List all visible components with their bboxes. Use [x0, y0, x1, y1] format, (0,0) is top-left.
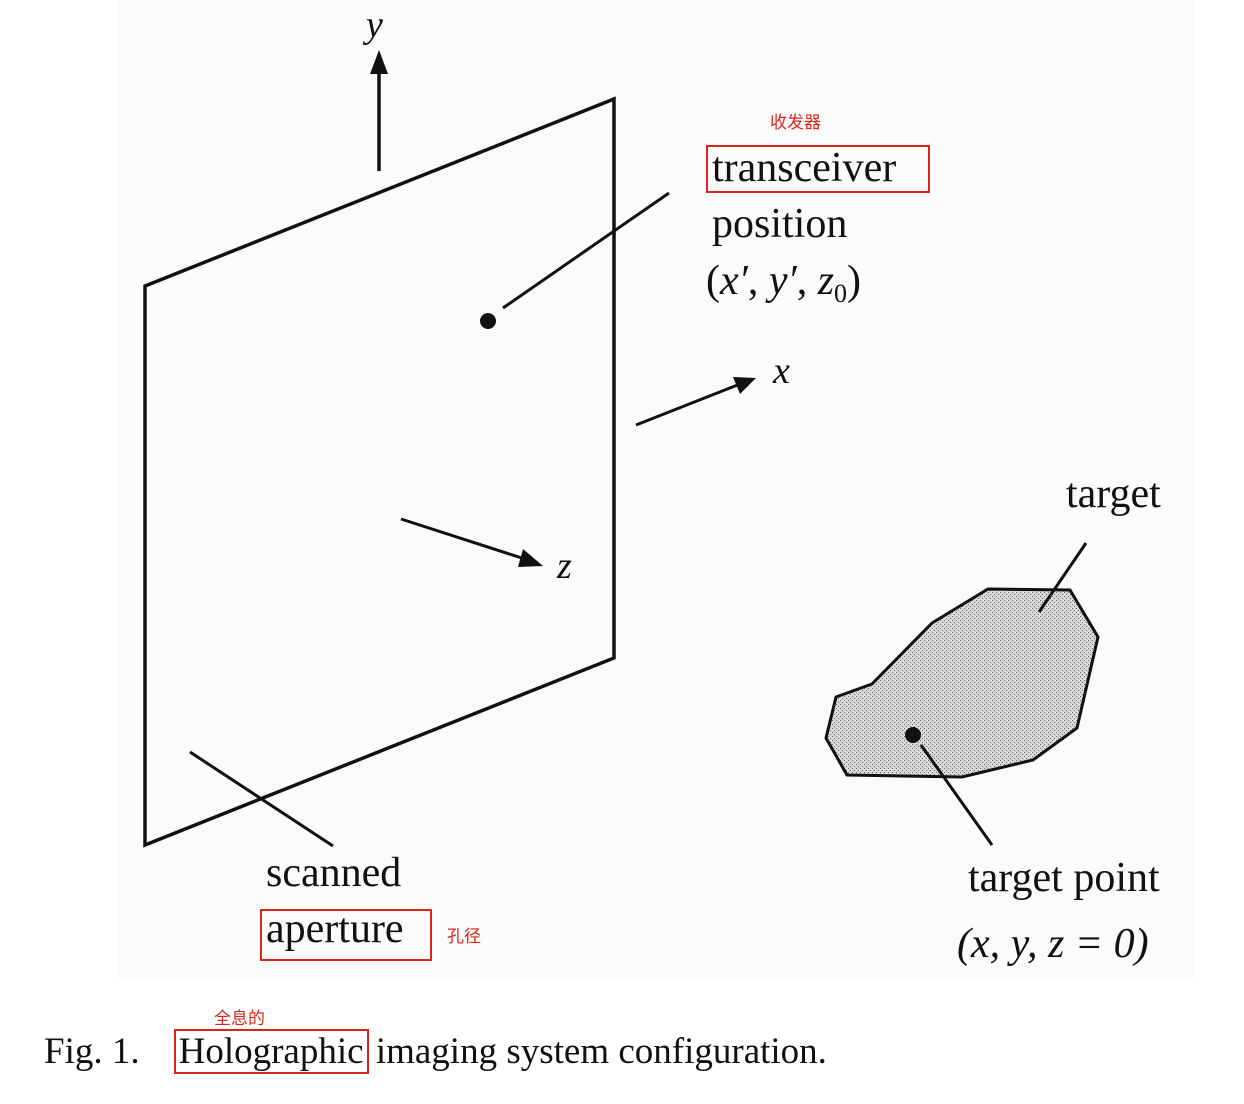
caption-highlight-word: Holographic: [173, 1029, 369, 1074]
holographic-annotation-zh: 全息的: [214, 1009, 265, 1029]
coords-z-subscript: 0: [834, 279, 847, 308]
aperture-annotation-zh: 孔径: [447, 927, 481, 947]
coords-y-prime: y′: [765, 258, 798, 304]
transceiver-highlight-box: [706, 145, 930, 193]
aperture-label: aperture: [266, 906, 404, 952]
caption-rest: imaging system configuration.: [375, 1031, 827, 1072]
target-label: target: [1066, 471, 1161, 517]
scanned-aperture-plane: [143, 96, 616, 848]
coords-x-prime: x′: [719, 258, 749, 304]
transceiver-annotation-zh: 收发器: [770, 113, 821, 133]
target-point-label: target point: [968, 855, 1160, 901]
coords-open-paren: (: [706, 258, 720, 304]
target-shape: [824, 587, 1100, 779]
aperture-highlight-box: [260, 909, 432, 961]
y-axis-label: y: [362, 4, 383, 46]
target-leader-line: [1037, 542, 1088, 613]
z-axis-label: z: [556, 545, 572, 587]
position-label: position: [712, 201, 847, 247]
transceiver-leader-line: [502, 191, 670, 310]
y-arrowhead: [370, 50, 388, 74]
transceiver-label: transceiver: [712, 145, 896, 191]
target-point: [905, 727, 921, 743]
target-point-coordinates: (x, y, z = 0): [957, 921, 1149, 967]
target-point-leader-line: [919, 744, 994, 846]
x-arrowhead: [733, 377, 756, 394]
x-axis-arrow: [635, 382, 741, 427]
z-axis-arrow: [400, 517, 529, 562]
aperture-leader-line: [189, 750, 334, 848]
z-arrowhead: [518, 549, 543, 567]
scanned-label: scanned: [266, 850, 401, 896]
coords-sep-1: ,: [748, 258, 769, 304]
coords-sep-2: ,: [797, 258, 818, 304]
diagram-background: [118, 0, 1194, 980]
transceiver-coordinates: (x′, y′, z0): [706, 258, 861, 308]
coords-close-paren: ): [847, 258, 861, 304]
x-axis-label: x: [772, 350, 790, 392]
figure-caption: Fig. 1. Holographic imaging system config…: [44, 1029, 827, 1074]
coords-z: z: [817, 258, 834, 304]
transceiver-point: [480, 313, 496, 329]
caption-fig-label: Fig. 1.: [44, 1031, 140, 1072]
